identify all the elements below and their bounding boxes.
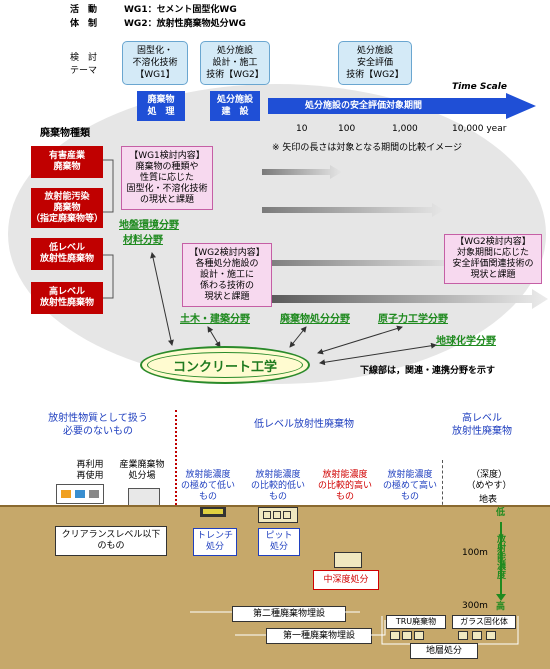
activity-value: WG1：セメント固型化WG	[124, 5, 237, 15]
tick-10000: 10,000 year	[452, 124, 507, 134]
field-civil-architecture: 土木・建築分野	[180, 314, 250, 325]
field-waste-disposal: 廃棄物処分分野	[280, 314, 350, 325]
conc-level-relatively-high: 放射能濃度 の比較的高い もの	[317, 470, 372, 502]
waste-types-title: 廃棄物種類	[40, 128, 90, 139]
depth-100m: 100m	[462, 548, 488, 558]
field-ground-environment: 地盤環境分野	[119, 220, 179, 231]
conc-level-relatively-low: 放射能濃度 の比較的低い もの	[250, 470, 305, 502]
depth-300m: 300m	[462, 601, 488, 611]
timeline-bar-label: 処分施設の安全評価対象期間	[305, 101, 423, 111]
theme-solidification: 固型化・ 不溶化技術 【WG1】	[122, 41, 188, 85]
trench-icon	[200, 507, 226, 517]
pit-disposal-box: ピット 処分	[258, 528, 300, 556]
theme-safety-assessment: 処分施設 安全評価 技術【WG2】	[338, 41, 412, 85]
waste-high-level: 高レベル 放射性廃棄物	[31, 282, 103, 314]
ground-surface-line	[0, 505, 550, 507]
industrial-site-icon	[128, 488, 160, 506]
waste-radioactive-contaminated: 放射能汚染 廃棄物 （指定廃棄物等）	[31, 188, 103, 228]
field-geochemistry: 地球化学分野	[436, 336, 496, 347]
activity-label: 活 動	[70, 5, 98, 15]
theme-facility-design: 処分施設 設計・施工 技術【WG2】	[200, 41, 270, 85]
lower-left-title: 放射性物質として扱う 必要のないもの	[48, 413, 148, 437]
concrete-engineering-oval: コンクリート工学	[140, 346, 310, 384]
glass-area: ガラス固化体	[452, 615, 516, 640]
type2-burial-box: 第二種廃棄物埋設	[232, 606, 346, 622]
conc-level-very-high: 放射能濃度 の極めて高い もの	[382, 470, 437, 502]
conc-level-very-low: 放射能濃度 の極めて低い もの	[180, 470, 235, 502]
reuse-label: 再利用 再使用	[76, 460, 104, 481]
tick-10: 10	[296, 124, 308, 134]
depth-label: （深度） （めやす）	[466, 470, 512, 491]
clearance-box: クリアランスレベル以下 のもの	[55, 526, 167, 556]
underline-note: 下線部は，関連・連携分野を示す	[360, 366, 496, 376]
glass-label: ガラス固化体	[452, 615, 516, 629]
system-label: 体 制	[70, 19, 98, 29]
tru-label: TRU廃棄物	[386, 615, 446, 629]
comparison-arrows	[262, 165, 548, 309]
low-label: 低	[496, 508, 506, 518]
lower-mid-title: 低レベル放射性廃棄物	[254, 419, 354, 430]
high-label: 高	[496, 602, 506, 612]
phase-waste-treatment: 廃棄物 処 理	[137, 91, 185, 121]
surface-label: 地表	[479, 495, 498, 505]
wg2-content-box-design: 【WG2検討内容】 各種処分施設の 設計・施工に 係わる技術の 現状と課題	[182, 243, 272, 307]
mid-depth-disposal-box: 中深度処分	[313, 570, 379, 590]
burial-brackets	[190, 611, 386, 636]
wg2-content-box-safety: 【WG2検討内容】 対象期間に応じた 安全評価関連技術の 現状と課題	[444, 234, 542, 284]
type1-burial-box: 第一種廃棄物埋設	[266, 628, 372, 644]
tick-1000: 1,000	[392, 124, 418, 134]
field-nuclear-engineering: 原子力工学分野	[378, 314, 448, 325]
divider-right	[442, 460, 443, 510]
note-arrows: ※ 矢印の長さは対象となる期間の比較イメージ	[272, 143, 462, 153]
system-value: WG2：放射性廃棄物処分WG	[124, 19, 246, 29]
mid-depth-icon	[334, 552, 362, 568]
time-scale-label: Time Scale	[452, 82, 507, 92]
phase-facility-construction: 処分施設 建 設	[210, 91, 260, 121]
timeline-arrow	[268, 93, 536, 119]
relation-arrows	[150, 252, 437, 366]
field-materials: 材料分野	[123, 235, 163, 246]
waste-hazardous-industrial: 有害産業 廃棄物	[31, 146, 103, 178]
trench-disposal-box: トレンチ 処分	[193, 528, 237, 556]
waste-bracket	[103, 159, 114, 299]
conc-axis-line	[500, 522, 502, 596]
tru-area: TRU廃棄物	[386, 615, 446, 642]
theme-label: 検 討 テーマ	[70, 53, 98, 76]
radio-conc-label: 放射能濃度	[495, 534, 505, 579]
conc-axis-arrowhead	[496, 594, 506, 601]
geological-disposal-box: 地層処分	[410, 643, 478, 659]
pit-icon	[258, 507, 298, 523]
tick-100: 100	[338, 124, 356, 134]
waste-low-level: 低レベル 放射性廃棄物	[31, 238, 103, 270]
lower-right-title: 高レベル 放射性廃棄物	[452, 413, 512, 437]
reuse-icon	[56, 484, 104, 504]
industrial-site-label: 産業廃棄物 処分場	[119, 460, 165, 481]
wg1-content-box: 【WG1検討内容】 廃棄物の種類や 性質に応じた 固型化・不溶化技術 の現状と課…	[121, 146, 213, 210]
